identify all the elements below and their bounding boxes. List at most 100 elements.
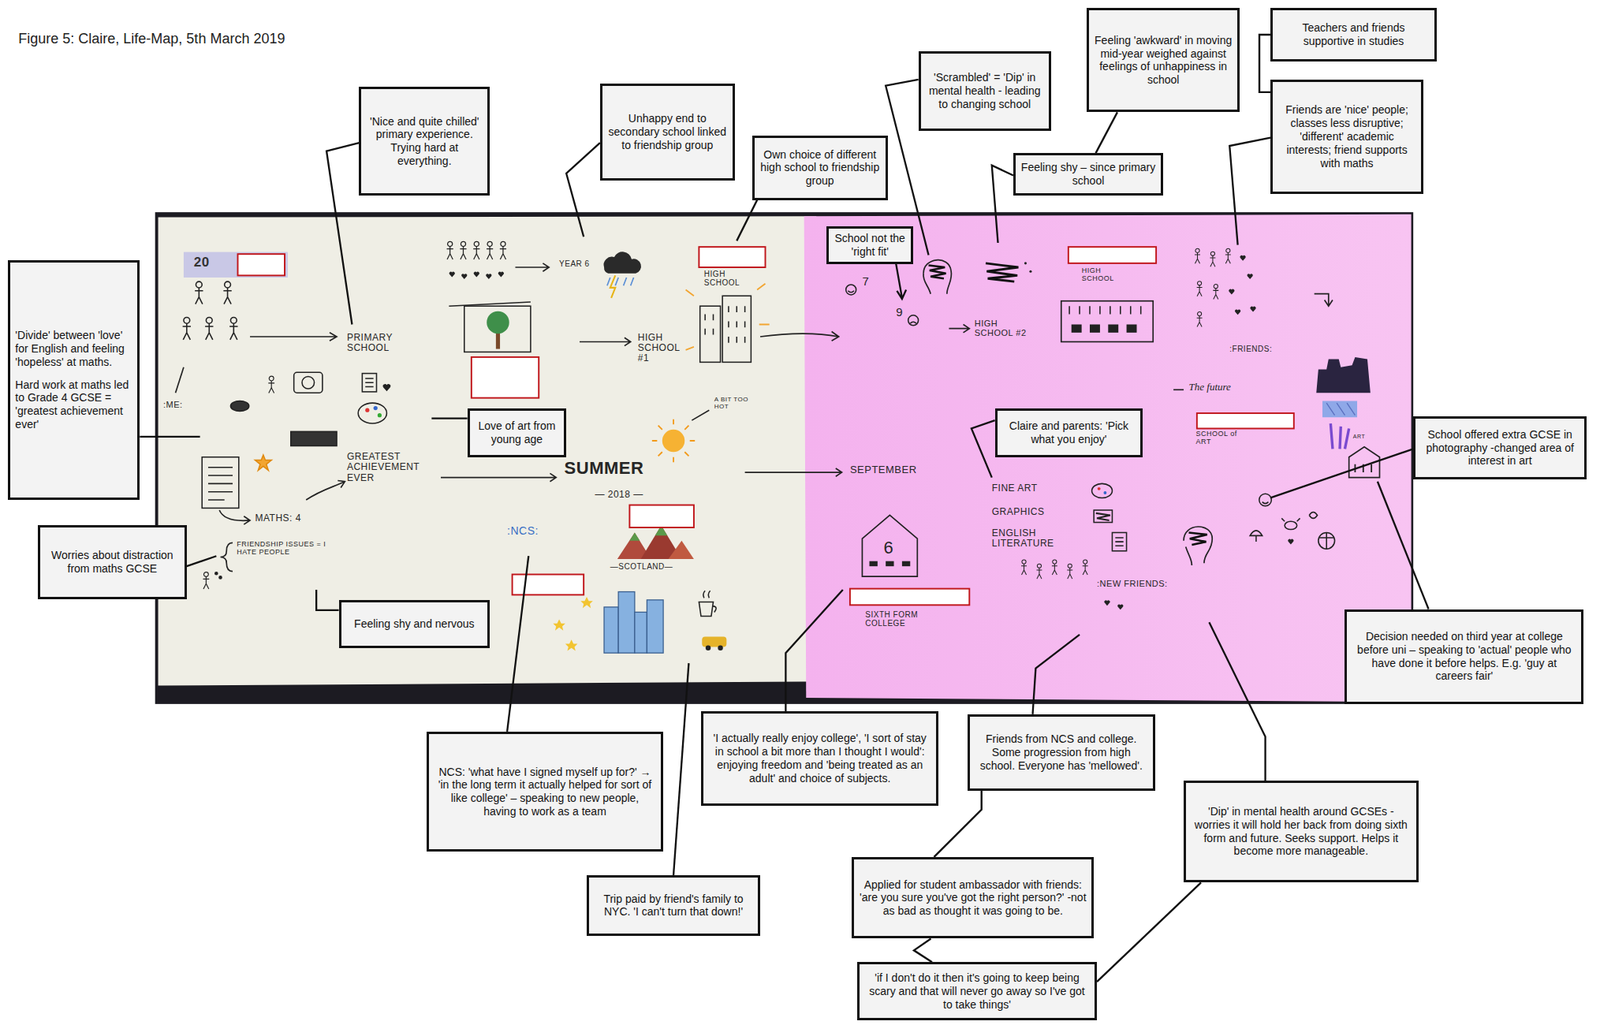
- stick-figures: [1197, 281, 1203, 297]
- hearts: [498, 272, 504, 278]
- redaction-box: [238, 253, 286, 276]
- objects: [230, 401, 249, 412]
- hand-drawn-arrows: [1314, 294, 1333, 307]
- callout-text: Feeling shy and nervous: [346, 617, 484, 631]
- primary-school-tree: [448, 302, 531, 306]
- callout-box: Love of art from young age: [467, 408, 567, 458]
- objects: [373, 406, 378, 411]
- year-tag: [183, 252, 288, 278]
- handwritten-label: GREATEST ACHIEVEMENT EVER: [346, 451, 434, 484]
- stick-figures: [486, 241, 493, 260]
- callout-text: 'Divide' between 'love' for English and …: [14, 328, 133, 369]
- handwritten-label: :NCS:: [507, 525, 553, 538]
- photo-background: [155, 212, 1414, 705]
- handwritten-label: 6: [883, 538, 899, 558]
- hearts: [449, 272, 456, 278]
- hearts: [461, 273, 467, 280]
- callout-text: 'Scrambled' = 'Dip' in mental health - l…: [925, 70, 1045, 111]
- new-york-skyline: [618, 592, 635, 654]
- callout-text: Friends from NCS and college. Some progr…: [974, 732, 1149, 773]
- callout-box: Teachers and friends supportive in studi…: [1270, 7, 1437, 61]
- high-school-building: [700, 305, 721, 362]
- stick-figures: [223, 281, 232, 304]
- new-york-skyline: [580, 596, 594, 608]
- stick-figures: [1194, 248, 1201, 264]
- sixth-form-house: [902, 561, 911, 567]
- leader-line: [139, 79, 1429, 876]
- scrambled-head: [928, 264, 947, 279]
- callout-text: Unhappy end to secondary school linked t…: [607, 111, 728, 152]
- subject-icons: [1092, 483, 1127, 551]
- hand-drawn-arrows: [948, 324, 970, 332]
- objects: [255, 455, 273, 470]
- callout-box: 'if I don't do it then it's going to kee…: [857, 962, 1097, 1021]
- hearts: [1287, 539, 1294, 545]
- new-york-skyline: [552, 592, 664, 654]
- leader-line: [326, 142, 359, 325]
- objects: [361, 373, 377, 392]
- hand-drawn-arrows: [691, 410, 709, 421]
- callout-box: 'I actually really enjoy college', 'I so…: [701, 711, 940, 806]
- callout-text: Decision needed on third year at college…: [1351, 630, 1577, 683]
- callout-text: Worries about distraction from maths GCS…: [44, 548, 180, 576]
- sun: [652, 419, 695, 463]
- leader-line: [1229, 137, 1271, 246]
- redaction-box: [1197, 413, 1295, 429]
- scrambled-head: [1183, 526, 1213, 566]
- callout-box: School offered extra GCSE in photography…: [1413, 416, 1587, 480]
- leader-line: [1377, 481, 1429, 610]
- callout-box: Unhappy end to secondary school linked t…: [600, 83, 735, 181]
- handwritten-label: A BIT TOO HOT: [714, 396, 758, 411]
- callout-box: Claire and parents: 'Pick what you enjoy…: [995, 408, 1144, 458]
- hand-drawn-arrows: [579, 337, 631, 346]
- redaction-box: [238, 246, 1295, 605]
- primary-school-tree: [486, 311, 509, 334]
- leader-line: [673, 663, 689, 876]
- hearts: [1249, 306, 1256, 313]
- redaction-box: [1068, 246, 1157, 264]
- stick-figures: [229, 317, 238, 340]
- handwritten-label: HIGH SCHOOL #2: [974, 318, 1037, 338]
- primary-school-tree: [464, 305, 531, 352]
- callout-text: 'if I don't do it then it's going to kee…: [864, 971, 1090, 1011]
- callout-box: Applied for student ambassador with frie…: [851, 857, 1094, 940]
- stick-figures: [1036, 563, 1042, 579]
- handwritten-label: 9: [895, 305, 909, 320]
- handwritten-label: ART: [1353, 433, 1376, 441]
- hearts: [1247, 273, 1254, 280]
- handwritten-label: — 2018 —: [594, 489, 657, 500]
- redaction-box: [698, 246, 765, 268]
- leader-line: [1270, 448, 1414, 498]
- new-york-skyline: [565, 639, 579, 651]
- photo-background: [804, 214, 1412, 703]
- hearts: [1228, 289, 1235, 295]
- stick-figures: [1082, 559, 1089, 575]
- mood-faces: [1259, 493, 1272, 507]
- primary-school-tree: [448, 302, 531, 352]
- sun: [662, 429, 685, 452]
- hand-drawn-arrows: [745, 468, 843, 477]
- callout-box: Friends are 'nice' people; classes less …: [1270, 79, 1424, 194]
- stick-figures: [473, 241, 480, 260]
- doodles: [1309, 512, 1317, 519]
- scrambled-head: [1024, 261, 1027, 265]
- handwritten-label: HIGH SCHOOL: [1081, 267, 1128, 284]
- high-school-building: [722, 295, 751, 362]
- callout-text: School offered extra GCSE in photography…: [1420, 428, 1580, 468]
- stick-figures: [1209, 251, 1216, 267]
- objects: [365, 408, 370, 413]
- new-york-skyline: [634, 611, 648, 653]
- connector-line: [913, 938, 933, 963]
- leader-line: [736, 200, 758, 242]
- callout-text: Trip paid by friend's family to NYC. 'I …: [593, 892, 754, 920]
- leader-line: [139, 436, 200, 438]
- subject-icons: [1115, 537, 1123, 546]
- sixth-form-house: [868, 561, 877, 567]
- coffee-and-taxi: [701, 636, 727, 647]
- handwritten-label: :NEW FRIENDS:: [1096, 578, 1194, 589]
- objects: [290, 431, 337, 446]
- leader-line: [431, 417, 467, 419]
- hand-drawn-arrows: [175, 367, 184, 393]
- mountains: [617, 525, 694, 560]
- new-york-skyline: [604, 607, 619, 653]
